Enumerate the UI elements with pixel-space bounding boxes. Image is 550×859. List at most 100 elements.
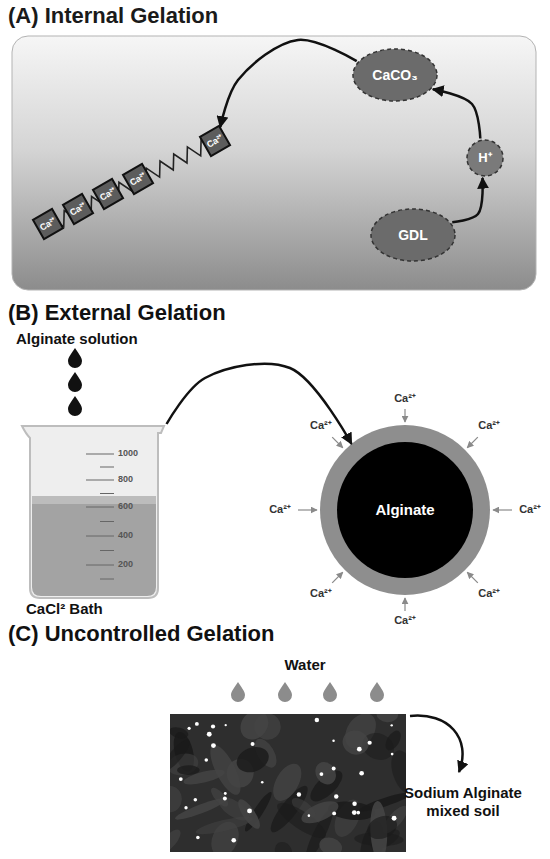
alginate-drops <box>68 348 82 416</box>
compound-text: GDL <box>369 207 457 263</box>
alginate-particle <box>188 727 191 730</box>
panel-background <box>12 36 536 290</box>
flow-arrow <box>433 89 480 138</box>
soil-grain <box>376 714 399 723</box>
soil-grain <box>233 742 273 777</box>
graduation-mark <box>100 467 114 468</box>
soil-grain <box>271 839 295 852</box>
ion-tile: Ca²⁺ <box>63 194 93 224</box>
flow-arrow <box>167 364 352 444</box>
alginate-particle <box>224 792 227 795</box>
graduation-number: 400 <box>118 530 133 540</box>
ion-label: Ca²⁺ <box>478 419 500 432</box>
soil-grain <box>235 714 274 745</box>
compound-text: CaCO₃ <box>351 47 439 103</box>
ion-arrow <box>467 572 478 583</box>
graduation-mark <box>100 493 114 494</box>
graduation-mark <box>86 480 114 481</box>
graduation-number: 200 <box>118 559 133 569</box>
graduation-number: 600 <box>118 501 133 511</box>
soil-grain <box>170 736 194 774</box>
panel-band-outline <box>0 0 550 295</box>
ion-arrow <box>493 509 512 510</box>
alginate-particle <box>356 811 360 815</box>
alginate-particle <box>334 794 338 798</box>
water-drop <box>231 682 245 702</box>
alginate-particle <box>205 758 209 762</box>
alginate-particle <box>352 810 357 815</box>
soil-grain <box>215 792 253 825</box>
beaker-outline <box>18 424 168 600</box>
flow-arrow <box>452 178 482 222</box>
ion-arrow <box>467 437 478 448</box>
alginate-particle <box>211 743 216 748</box>
ion-text: Ca²⁺ <box>195 121 236 162</box>
graduation-mark <box>86 507 114 508</box>
alginate-particle <box>194 798 198 802</box>
alginate-particle <box>390 724 392 726</box>
bath-liquid <box>32 500 156 596</box>
alginate-particle <box>332 740 335 743</box>
gel-shell <box>320 425 490 595</box>
alginate-drop <box>68 396 82 416</box>
alginate-particle <box>392 816 397 821</box>
compound-ellipse: GDL <box>369 207 457 263</box>
alginate-particle <box>179 777 183 781</box>
alginate-particle <box>223 797 227 801</box>
part-label: Water <box>284 656 325 674</box>
ion-text: Ca²⁺ <box>58 189 99 230</box>
ion-label: Ca²⁺ <box>519 503 541 516</box>
soil-block <box>156 705 423 859</box>
alginate-particle <box>261 781 264 784</box>
ion-arrows <box>298 409 512 611</box>
alginate-particle <box>225 724 227 726</box>
alginate-bead: Alginate <box>320 425 490 595</box>
soil-grain <box>339 727 372 758</box>
alginate-drop <box>68 348 82 368</box>
proton-text: H⁺ <box>465 138 505 178</box>
bead-text: Alginate <box>320 425 490 595</box>
water-drop <box>323 682 337 702</box>
soil-grain <box>311 758 340 788</box>
ion-label: Ca²⁺ <box>310 419 332 432</box>
graduation-mark <box>100 521 114 522</box>
ion-tile: Ca²⁺ <box>93 179 123 209</box>
alginate-particle <box>368 741 372 745</box>
alginate-drop <box>68 372 82 392</box>
compound-ellipse: CaCO₃ <box>351 47 439 103</box>
alginate-particle <box>247 808 252 813</box>
graduation-number: 1000 <box>118 448 138 458</box>
soil-grain <box>204 741 246 799</box>
soil-body <box>170 714 406 852</box>
beaker-glass <box>22 426 164 598</box>
ion-label: Ca²⁺ <box>394 392 416 405</box>
panel-heading: (C) Uncontrolled Gelation <box>8 621 274 647</box>
part-label: Alginate solution <box>16 330 138 348</box>
soil-grain <box>298 797 341 828</box>
ion-text: Ca²⁺ <box>88 174 129 215</box>
flow-arrow <box>220 40 356 127</box>
part-label: CaCl² Bath <box>26 600 103 618</box>
beaker: 1000800600400200 <box>18 424 168 600</box>
alginate-particle <box>184 806 187 809</box>
alginate-particle <box>297 792 301 796</box>
water-drop <box>278 682 292 702</box>
ion-text: Ca²⁺ <box>118 159 159 200</box>
ion-arrow <box>332 437 343 448</box>
soil-grain <box>170 826 184 852</box>
ion-label: Ca²⁺ <box>478 588 500 601</box>
alginate-particle <box>196 836 200 840</box>
alginate-particle <box>332 766 336 770</box>
ion-label: Ca²⁺ <box>310 588 332 601</box>
soil-texture <box>170 714 406 852</box>
alginate-chain <box>40 139 218 234</box>
ion-arrow <box>298 509 317 510</box>
soil-grain <box>317 835 344 852</box>
alginate-particle <box>211 724 215 728</box>
alginate-particle <box>195 722 199 726</box>
alginate-particle <box>207 732 212 737</box>
soil-grain <box>386 747 406 798</box>
soil-grain <box>170 786 182 813</box>
